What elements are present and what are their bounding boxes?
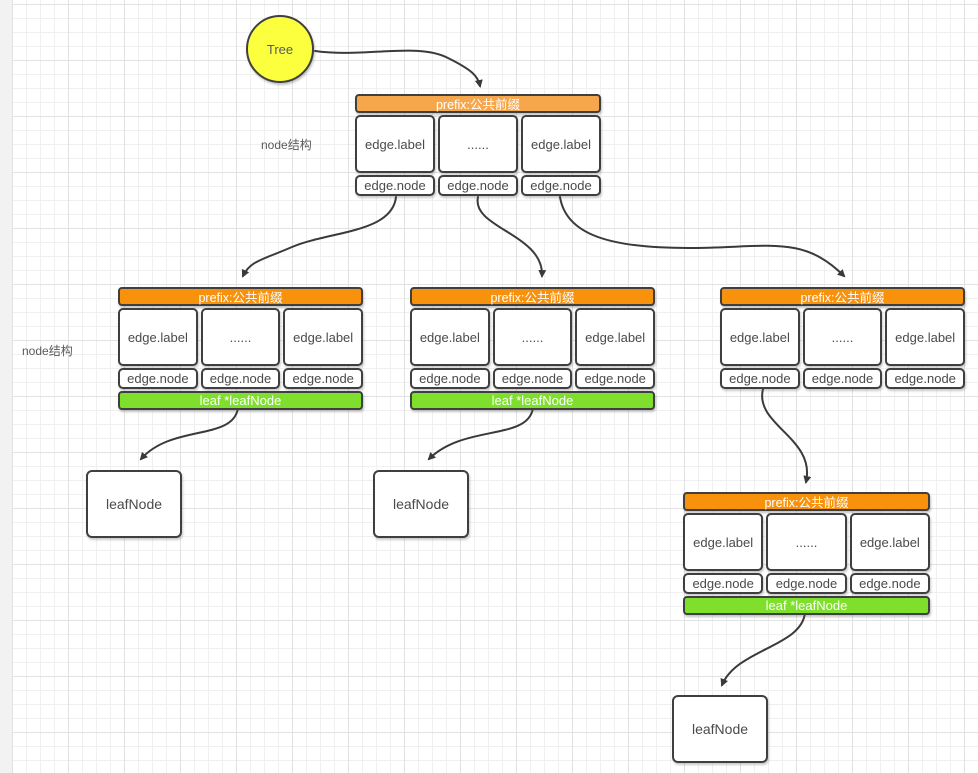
node-header: prefix:公共前缀 <box>118 287 363 306</box>
leafnode-box-left[interactable]: leafNode <box>86 470 182 538</box>
leafnode-label: leafNode <box>392 496 450 512</box>
edge-node-cell: edge.node <box>720 368 800 389</box>
tree-root-label: Tree <box>266 41 294 57</box>
connector-top-to-middle-node[interactable] <box>476 196 547 278</box>
edge-label-row: edge.label ...... edge.label <box>410 308 656 366</box>
canvas-left-margin <box>0 0 12 773</box>
edge-node-cell: edge.node <box>802 368 883 389</box>
node-structure-middle[interactable]: prefix:公共前缀 edge.label ...... edge.label… <box>410 287 656 410</box>
connector-top-to-right-node[interactable] <box>559 196 846 278</box>
connector-middle-node-to-leafnode[interactable] <box>427 407 534 461</box>
annotation-node-struct-left: node结构 <box>22 344 73 358</box>
dots-cell: ...... <box>492 308 573 366</box>
edge-node-cell: edge.node <box>575 368 656 389</box>
edge-node-row: edge.node edge.node edge.node <box>410 368 656 389</box>
edge-node-cell: edge.node <box>355 175 435 196</box>
dots-cell: ...... <box>438 115 518 173</box>
node-header: prefix:公共前缀 <box>355 94 601 113</box>
annotation-node-struct-top: node结构 <box>261 138 312 152</box>
edge-node-row: edge.node edge.node edge.node <box>355 175 601 196</box>
node-structure-top[interactable]: prefix:公共前缀 edge.label ...... edge.label… <box>355 94 601 196</box>
edge-label-row: edge.label ...... edge.label <box>355 115 601 173</box>
leafnode-box-middle[interactable]: leafNode <box>373 470 469 538</box>
connector-tree-to-top-node[interactable] <box>314 49 483 88</box>
edge-node-cell: edge.node <box>849 573 930 594</box>
connector-grandchild-to-leafnode[interactable] <box>720 612 806 687</box>
node-header: prefix:公共前缀 <box>410 287 655 306</box>
edge-label-row: edge.label ...... edge.label <box>118 308 364 366</box>
leafnode-label: leafNode <box>105 496 163 512</box>
edge-label-row: edge.label ...... edge.label <box>683 513 930 571</box>
edge-node-cell: edge.node <box>521 175 601 196</box>
edge-node-cell: edge.node <box>885 368 966 389</box>
edge-node-cell: edge.node <box>118 368 198 389</box>
leaf-row: leaf *leafNode <box>118 391 363 410</box>
edge-label-cell: edge.label <box>720 308 800 366</box>
edge-label-cell: edge.label <box>849 513 930 571</box>
edge-node-cell: edge.node <box>410 368 490 389</box>
edge-node-cell: edge.node <box>283 368 364 389</box>
leafnode-label: leafNode <box>691 721 749 737</box>
edge-label-cell: edge.label <box>283 308 364 366</box>
node-header: prefix:公共前缀 <box>683 492 930 511</box>
edge-node-cell: edge.node <box>766 573 847 594</box>
dots-cell: ...... <box>802 308 883 366</box>
dots-cell: ...... <box>766 513 847 571</box>
connector-left-node-to-leafnode[interactable] <box>139 407 239 461</box>
edge-node-cell: edge.node <box>683 573 764 594</box>
leaf-row: leaf *leafNode <box>410 391 655 410</box>
edge-label-cell: edge.label <box>410 308 490 366</box>
edge-node-row: edge.node edge.node edge.node <box>720 368 966 389</box>
node-structure-right[interactable]: prefix:公共前缀 edge.label ...... edge.label… <box>720 287 966 389</box>
edge-label-cell: edge.label <box>885 308 966 366</box>
edge-node-cell: edge.node <box>492 368 573 389</box>
node-structure-bottom[interactable]: prefix:公共前缀 edge.label ...... edge.label… <box>683 492 930 615</box>
dots-cell: ...... <box>200 308 281 366</box>
edge-label-cell: edge.label <box>683 513 764 571</box>
tree-root-node[interactable]: Tree <box>246 15 314 83</box>
edge-node-cell: edge.node <box>438 175 518 196</box>
edge-node-cell: edge.node <box>200 368 281 389</box>
edge-label-cell: edge.label <box>355 115 435 173</box>
edge-label-cell: edge.label <box>575 308 656 366</box>
edge-node-row: edge.node edge.node edge.node <box>118 368 364 389</box>
node-structure-left[interactable]: prefix:公共前缀 edge.label ...... edge.label… <box>118 287 364 410</box>
connector-top-to-left-node[interactable] <box>241 196 397 278</box>
leaf-row: leaf *leafNode <box>683 596 930 615</box>
edge-label-cell: edge.label <box>521 115 601 173</box>
edge-node-row: edge.node edge.node edge.node <box>683 573 930 594</box>
connector-right-node-to-grandchild[interactable] <box>761 388 812 484</box>
leafnode-box-bottom[interactable]: leafNode <box>672 695 768 763</box>
node-header: prefix:公共前缀 <box>720 287 965 306</box>
edge-label-cell: edge.label <box>118 308 198 366</box>
edge-label-row: edge.label ...... edge.label <box>720 308 966 366</box>
